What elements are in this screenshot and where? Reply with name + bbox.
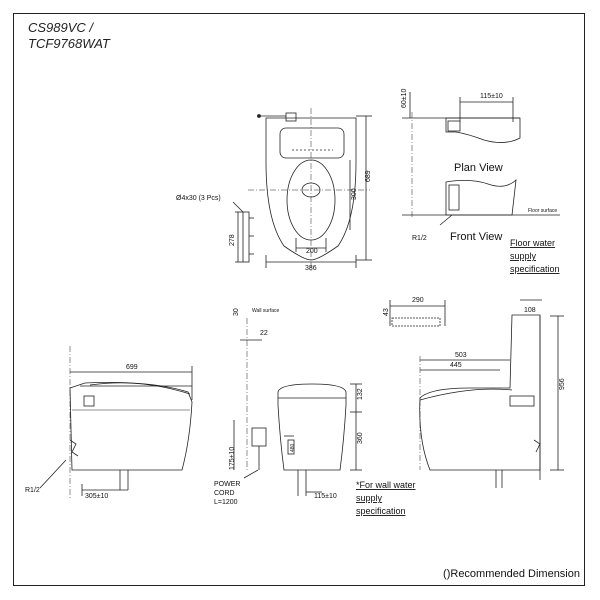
dim-480: 480 xyxy=(290,443,296,452)
dim-43: 43 xyxy=(383,308,390,316)
dim-278: 278 xyxy=(229,234,236,246)
front-view-valve xyxy=(448,184,460,211)
power-cord-line-2: CORD xyxy=(214,490,235,497)
dim-132: 132 xyxy=(357,388,364,400)
r12-label-top: R1/2 xyxy=(412,235,427,242)
side-view-right-pipe xyxy=(533,439,541,453)
wall-surface-label: Wall surface xyxy=(252,308,280,314)
dim-503: 503 xyxy=(455,352,467,359)
dim-115b: 115±10 xyxy=(314,493,337,500)
drawing-frame xyxy=(13,13,585,586)
plan-view-valve xyxy=(447,120,461,132)
dim-290: 290 xyxy=(412,297,424,304)
footer-note: ()Recommended Dimension xyxy=(443,568,580,580)
top-view-hinge xyxy=(285,112,297,122)
plan-view-detail xyxy=(402,92,560,226)
side-view-right xyxy=(389,299,564,488)
side-view-panel xyxy=(83,395,95,407)
dim-305: 305±10 xyxy=(85,493,108,500)
power-cord-line-3: L=1200 xyxy=(214,499,238,506)
model-number-line-1: CS989VC / xyxy=(28,20,94,35)
dim-108: 108 xyxy=(524,307,536,314)
side-view-right-panel xyxy=(509,395,535,407)
side-view-left xyxy=(39,346,193,500)
floor-surface-label: Floor surface xyxy=(528,208,557,214)
front-view-middle xyxy=(233,318,362,496)
floor-water-line-1: Floor water xyxy=(510,238,555,248)
mounting-bracket xyxy=(232,201,254,263)
plan-view-tank-outline xyxy=(445,117,521,143)
side-view-right-body xyxy=(419,314,541,471)
side-view-body xyxy=(69,382,193,471)
floor-water-line-2: supply xyxy=(510,251,537,261)
dim-445: 445 xyxy=(450,362,462,369)
dim-60: 60±10 xyxy=(401,88,408,108)
top-view xyxy=(248,108,372,272)
model-number-line-2: TCF9768WAT xyxy=(28,36,110,51)
tank-detail xyxy=(391,317,441,327)
dim-175: 175±10 xyxy=(229,447,236,470)
dim-22: 22 xyxy=(260,330,268,337)
side-view-lid xyxy=(89,382,191,395)
front-view-body xyxy=(277,383,347,471)
wall-water-line-1: *For wall water xyxy=(356,480,416,490)
dim-386: 386 xyxy=(305,265,317,272)
side-view-right-lid xyxy=(419,388,513,401)
wall-water-line-2: supply xyxy=(356,493,383,503)
plan-view-label: Plan View xyxy=(454,162,503,174)
screw-label: Ø4x30 (3 Pcs) xyxy=(176,195,221,202)
dim-200: 200 xyxy=(306,248,318,255)
wall-water-line-3: specification xyxy=(356,506,406,516)
dim-699: 699 xyxy=(126,364,138,371)
dim-115: 115±10 xyxy=(480,93,503,100)
bracket-plate xyxy=(242,211,250,263)
dim-300: 300 xyxy=(351,188,358,200)
floor-water-line-3: specification xyxy=(510,264,560,274)
dim-689: 689 xyxy=(365,170,372,182)
front-view-outline xyxy=(445,178,517,216)
dim-360: 360 xyxy=(357,432,364,444)
power-cord-line-1: POWER xyxy=(214,481,240,488)
dim-956: 956 xyxy=(559,378,566,390)
dim-30: 30 xyxy=(233,308,240,316)
front-view-label: Front View xyxy=(450,231,502,243)
top-view-control-panel xyxy=(279,127,345,159)
model-number: CS989VC / TCF9768WAT xyxy=(28,20,110,52)
side-view-pipe xyxy=(69,439,79,457)
r12-label-left: R1/2 xyxy=(25,487,40,494)
